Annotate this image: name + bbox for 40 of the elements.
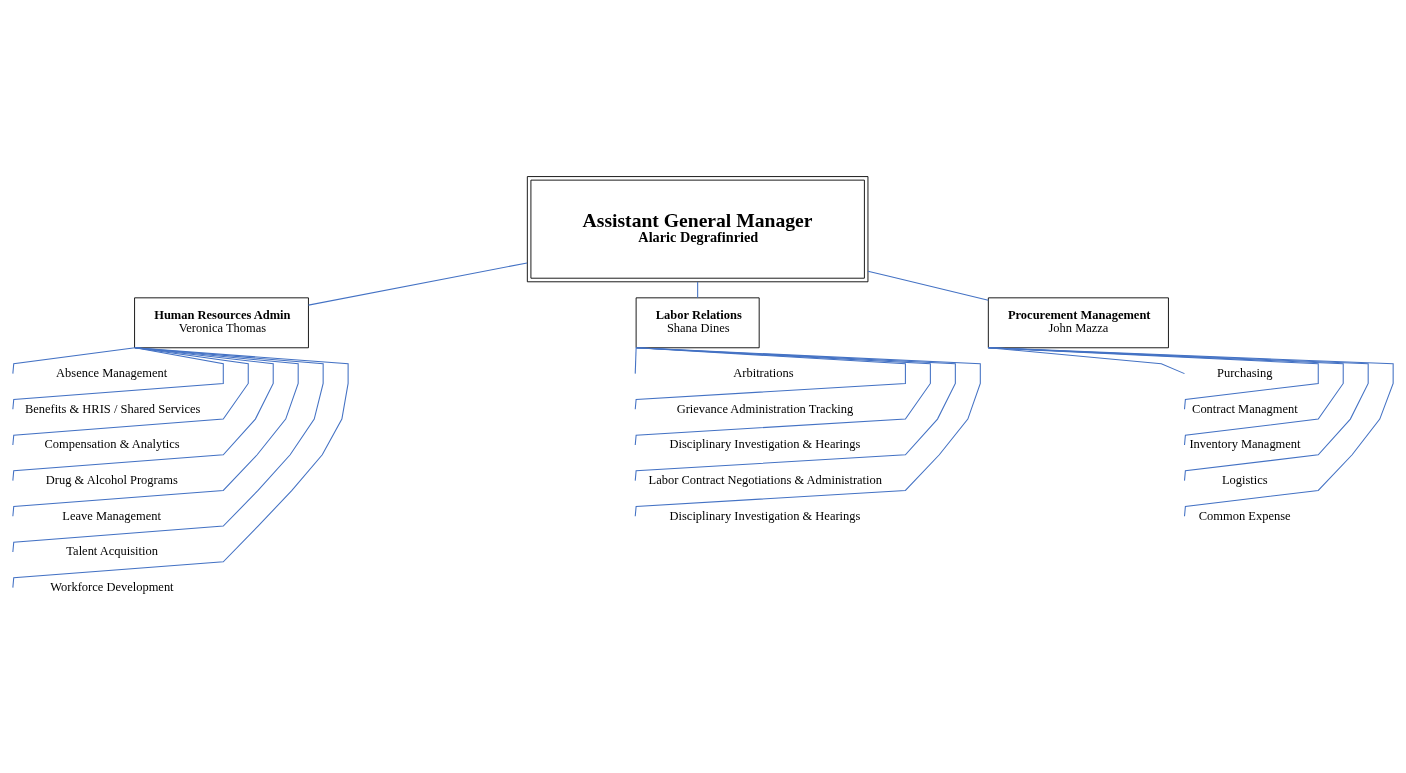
connector — [12, 346, 324, 552]
connector — [634, 346, 931, 445]
node-text: Arbitrations — [733, 365, 794, 380]
connector — [987, 346, 1344, 445]
connector — [634, 346, 637, 374]
connector — [987, 346, 1319, 410]
connector — [12, 346, 136, 374]
connector — [12, 346, 299, 517]
node-text: Labor Contract Negotiations & Administration — [648, 472, 883, 487]
node-text: Drug & Alcohol Programs — [45, 472, 178, 487]
node-text: Leave Management — [62, 508, 162, 523]
node-text: Inventory Managment — [1189, 436, 1301, 451]
node-text: Logistics — [1221, 472, 1268, 487]
node-text: Grievance Administration Tracking — [676, 401, 854, 416]
node-text: Disciplinary Investigation & Hearings — [669, 508, 861, 523]
connector — [987, 346, 1394, 517]
connector — [12, 346, 224, 410]
connector — [634, 346, 906, 410]
connector — [634, 346, 981, 517]
node-text: Common Expense — [1198, 508, 1291, 523]
node-text: Absence Management — [56, 365, 168, 380]
connector — [697, 280, 699, 298]
node-text: Contract Managment — [1192, 401, 1298, 416]
connector — [634, 346, 956, 481]
node-box: Labor Relations Shana Dines — [635, 296, 760, 348]
connector — [307, 261, 528, 306]
node-text: Benefits & HRIS / Shared Services — [24, 401, 201, 416]
node-text: Talent Acquisition — [66, 543, 158, 558]
connector — [12, 346, 349, 588]
connector — [867, 270, 989, 301]
connector — [987, 346, 1186, 374]
node-text: Purchasing — [1217, 365, 1273, 380]
connector — [987, 346, 1369, 481]
node-text: Workforce Development — [50, 579, 174, 594]
node-box: Human Resources Admin Veronica Thomas — [134, 296, 309, 348]
connector — [12, 346, 249, 445]
connector — [12, 346, 274, 481]
node-text: Compensation & Analytics — [44, 436, 180, 451]
node-box: Procurement Management John Mazza — [987, 296, 1169, 348]
node-text: Disciplinary Investigation & Hearings — [669, 436, 861, 451]
